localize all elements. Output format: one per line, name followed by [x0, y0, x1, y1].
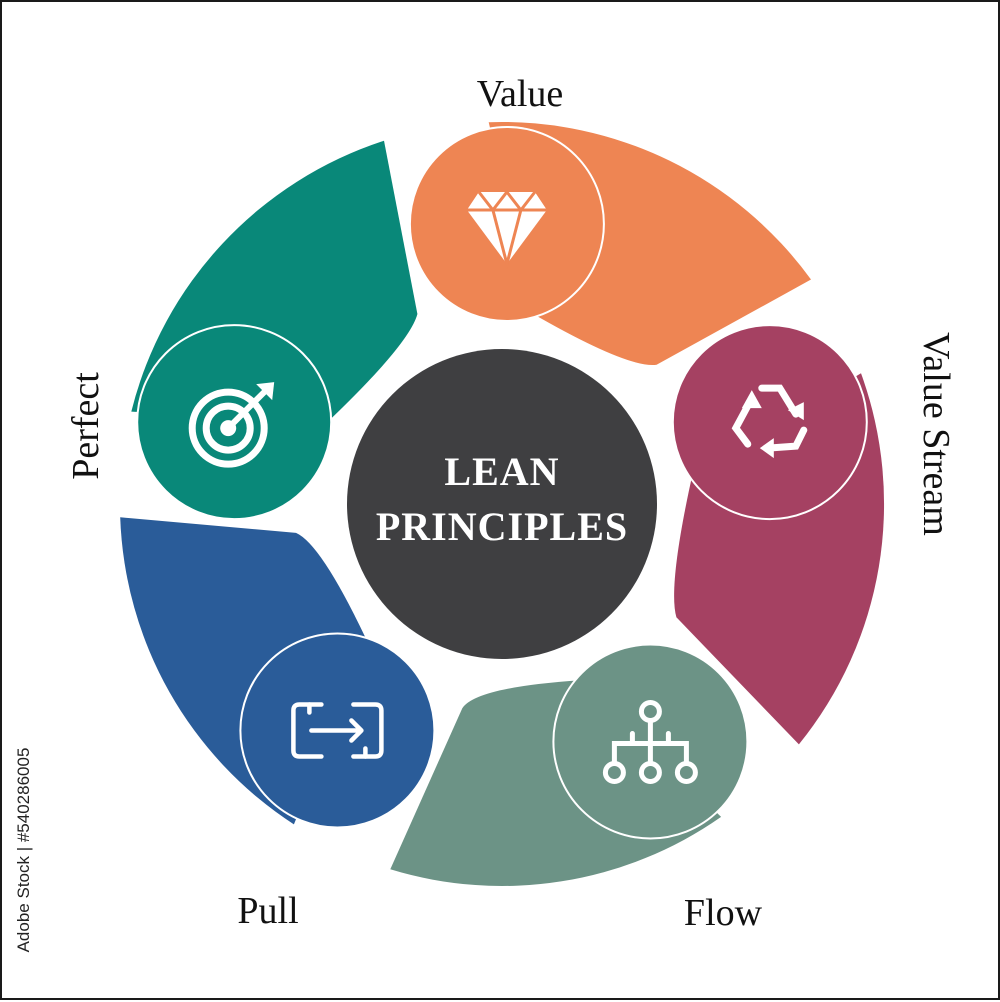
transfer-icon — [291, 702, 384, 759]
hierarchy-icon — [602, 700, 698, 784]
stock-id-watermark: Adobe Stock | #540286005 — [14, 747, 33, 953]
center-hub: LEAN PRINCIPLES — [347, 349, 657, 659]
label-value: Value — [476, 73, 564, 115]
center-circle — [347, 349, 657, 659]
node-perfect — [136, 324, 333, 521]
center-title-line2: PRINCIPLES — [376, 504, 628, 549]
label-flow: Flow — [683, 892, 763, 934]
node-circle — [671, 324, 868, 521]
label-pull: Pull — [237, 890, 299, 932]
label-perfect: Perfect — [65, 372, 107, 480]
node-flow — [552, 643, 749, 840]
node-value — [408, 126, 605, 322]
node-pull — [239, 632, 436, 829]
diamond-icon — [466, 189, 547, 270]
label-value-stream: Value Stream — [915, 332, 957, 536]
node-value-stream — [671, 324, 868, 521]
center-title-line1: LEAN — [444, 449, 559, 494]
target-icon — [188, 382, 275, 468]
recycle-icon — [731, 384, 808, 459]
principle-nodes — [136, 126, 868, 840]
